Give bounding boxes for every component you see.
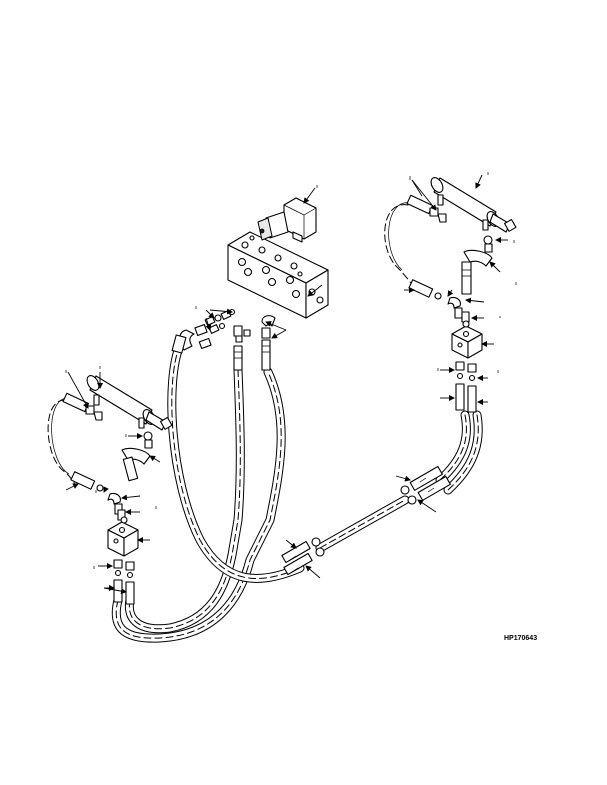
manifold-ports <box>237 235 324 304</box>
hose-diagonal <box>315 495 410 553</box>
hose-left-supply <box>124 365 245 634</box>
fitting-elbow-right <box>261 315 276 339</box>
right-lift-cylinder <box>430 177 517 233</box>
hose-center-loop <box>167 340 305 583</box>
callout-leaders <box>65 174 508 595</box>
hose-right-cylinder-loop <box>384 202 416 289</box>
figure-reference-code: HP170643 <box>504 635 537 642</box>
hose-coupling-right <box>400 465 451 505</box>
callout-ticks <box>65 172 517 569</box>
manifold-fittings <box>171 308 276 371</box>
hose-group <box>47 202 483 643</box>
fitting-adapter-2 <box>198 322 226 350</box>
fitting-tee <box>233 325 251 343</box>
hose-right-vertical <box>435 410 471 485</box>
hose-right-vertical-2 <box>443 410 483 495</box>
right-cylinder-fittings <box>406 194 493 319</box>
left-cylinder-fittings <box>62 392 153 515</box>
control-valve-manifold <box>227 197 329 319</box>
hose-left-cylinder-loop <box>47 397 76 485</box>
right-flow-control-block <box>451 311 483 413</box>
solenoid-valve <box>257 197 317 243</box>
left-lift-cylinder <box>86 375 173 431</box>
hose-left-return <box>111 367 286 643</box>
